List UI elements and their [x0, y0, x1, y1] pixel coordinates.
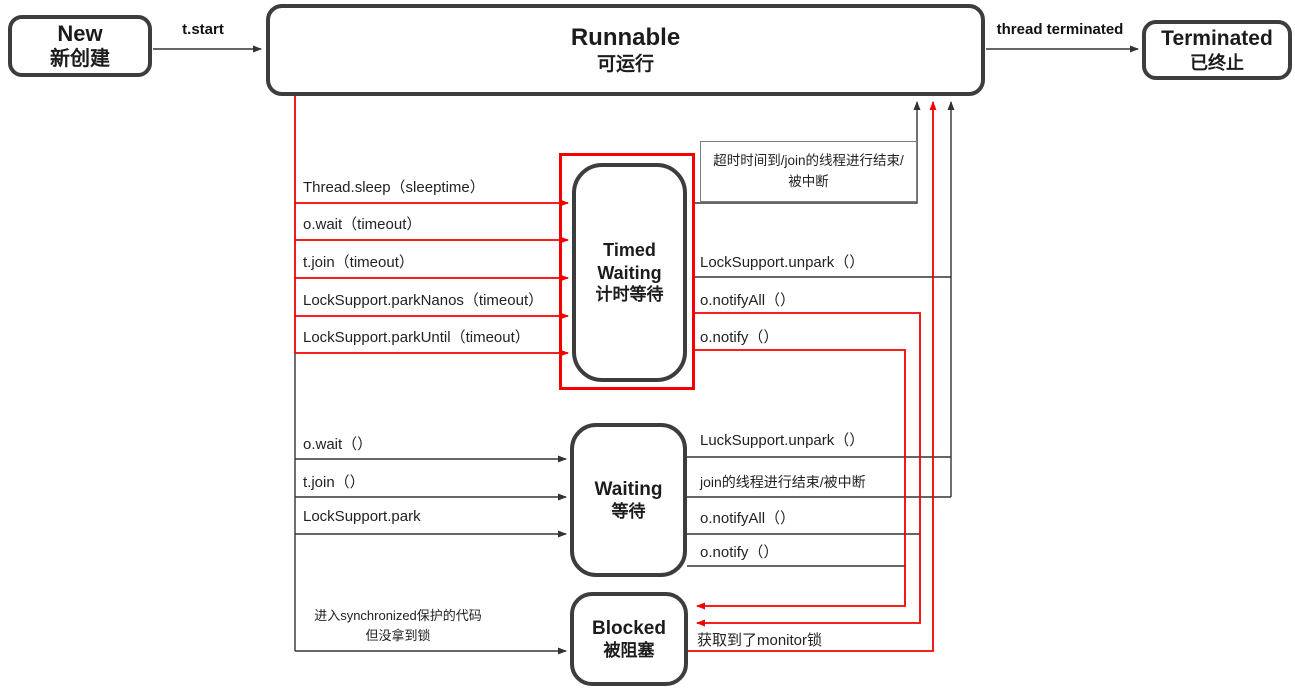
label-timeout-join-line1: 超时时间到/join的线程进行结束/	[713, 152, 904, 168]
state-waiting: Waiting 等待	[570, 423, 687, 577]
label-o-wait: o.wait（）	[303, 436, 373, 453]
state-waiting-title: Waiting	[594, 478, 663, 500]
label-o-wait-timeout: o.wait（timeout）	[303, 216, 422, 233]
label-thread-sleep: Thread.sleep（sleeptime）	[303, 179, 485, 196]
state-blocked-title: Blocked	[592, 617, 666, 639]
label-notify-all-waiting: o.notifyAll（）	[700, 510, 796, 527]
label-notify-all-timed: o.notifyAll（）	[700, 292, 796, 309]
label-timeout-join-line2: 被中断	[788, 173, 829, 189]
label-park-until: LockSupport.parkUntil（timeout）	[303, 329, 530, 346]
state-terminated-title: Terminated	[1161, 26, 1273, 50]
state-runnable-title: Runnable	[570, 24, 681, 52]
state-blocked: Blocked 被阻塞	[570, 592, 688, 686]
label-notify-waiting: o.notify（）	[700, 544, 779, 561]
label-luck-unpark: LuckSupport.unpark（）	[700, 432, 865, 449]
state-timed-waiting-subtitle: 计时等待	[595, 285, 664, 305]
state-runnable-subtitle: 可运行	[596, 54, 654, 76]
edge-notify-all-timed-line	[695, 312, 921, 627]
state-timed-waiting-line1: Timed	[603, 240, 656, 261]
label-notify-timed: o.notify（）	[700, 329, 779, 346]
label-join-end: join的线程进行结束/被中断	[700, 474, 866, 490]
label-timeout-join-box: 超时时间到/join的线程进行结束/ 被中断	[700, 141, 917, 202]
state-timed-waiting-line2: Waiting	[597, 262, 662, 283]
state-blocked-subtitle: 被阻塞	[603, 641, 655, 661]
edge-t-start-label: t.start	[182, 21, 224, 38]
edge-thread-terminated-label: thread terminated	[996, 21, 1124, 38]
state-timed-waiting: Timed Waiting 计时等待	[572, 163, 687, 382]
label-enter-synchronized: 进入synchronized保护的代码 但没拿到锁	[298, 606, 498, 645]
label-monitor-lock: 获取到了monitor锁	[697, 632, 823, 649]
state-runnable: Runnable 可运行	[266, 4, 985, 96]
timed-waiting-highlight-rect	[559, 153, 695, 390]
state-new-subtitle: 新创建	[50, 48, 110, 71]
label-t-join-timeout: t.join（timeout）	[303, 254, 414, 271]
state-new-title: New	[57, 20, 103, 46]
label-enter-synchronized-line1: 进入synchronized保护的代码	[314, 608, 482, 623]
edge-timeout-return-line	[695, 101, 921, 204]
state-new: New 新创建	[8, 15, 152, 77]
state-terminated-subtitle: 已终止	[1190, 52, 1244, 73]
label-t-join: t.join（）	[303, 474, 365, 491]
label-enter-synchronized-line2: 但没拿到锁	[365, 627, 431, 643]
label-park-nanos: LockSupport.parkNanos（timeout）	[303, 292, 544, 309]
label-lock-park: LockSupport.park	[303, 508, 421, 525]
edge-notify-timed-line	[695, 349, 906, 610]
edge-monitor-lock-line	[688, 101, 937, 652]
state-terminated: Terminated 已终止	[1142, 20, 1292, 80]
label-unpark-timed: LockSupport.unpark（）	[700, 254, 865, 271]
state-waiting-subtitle: 等待	[611, 502, 646, 522]
